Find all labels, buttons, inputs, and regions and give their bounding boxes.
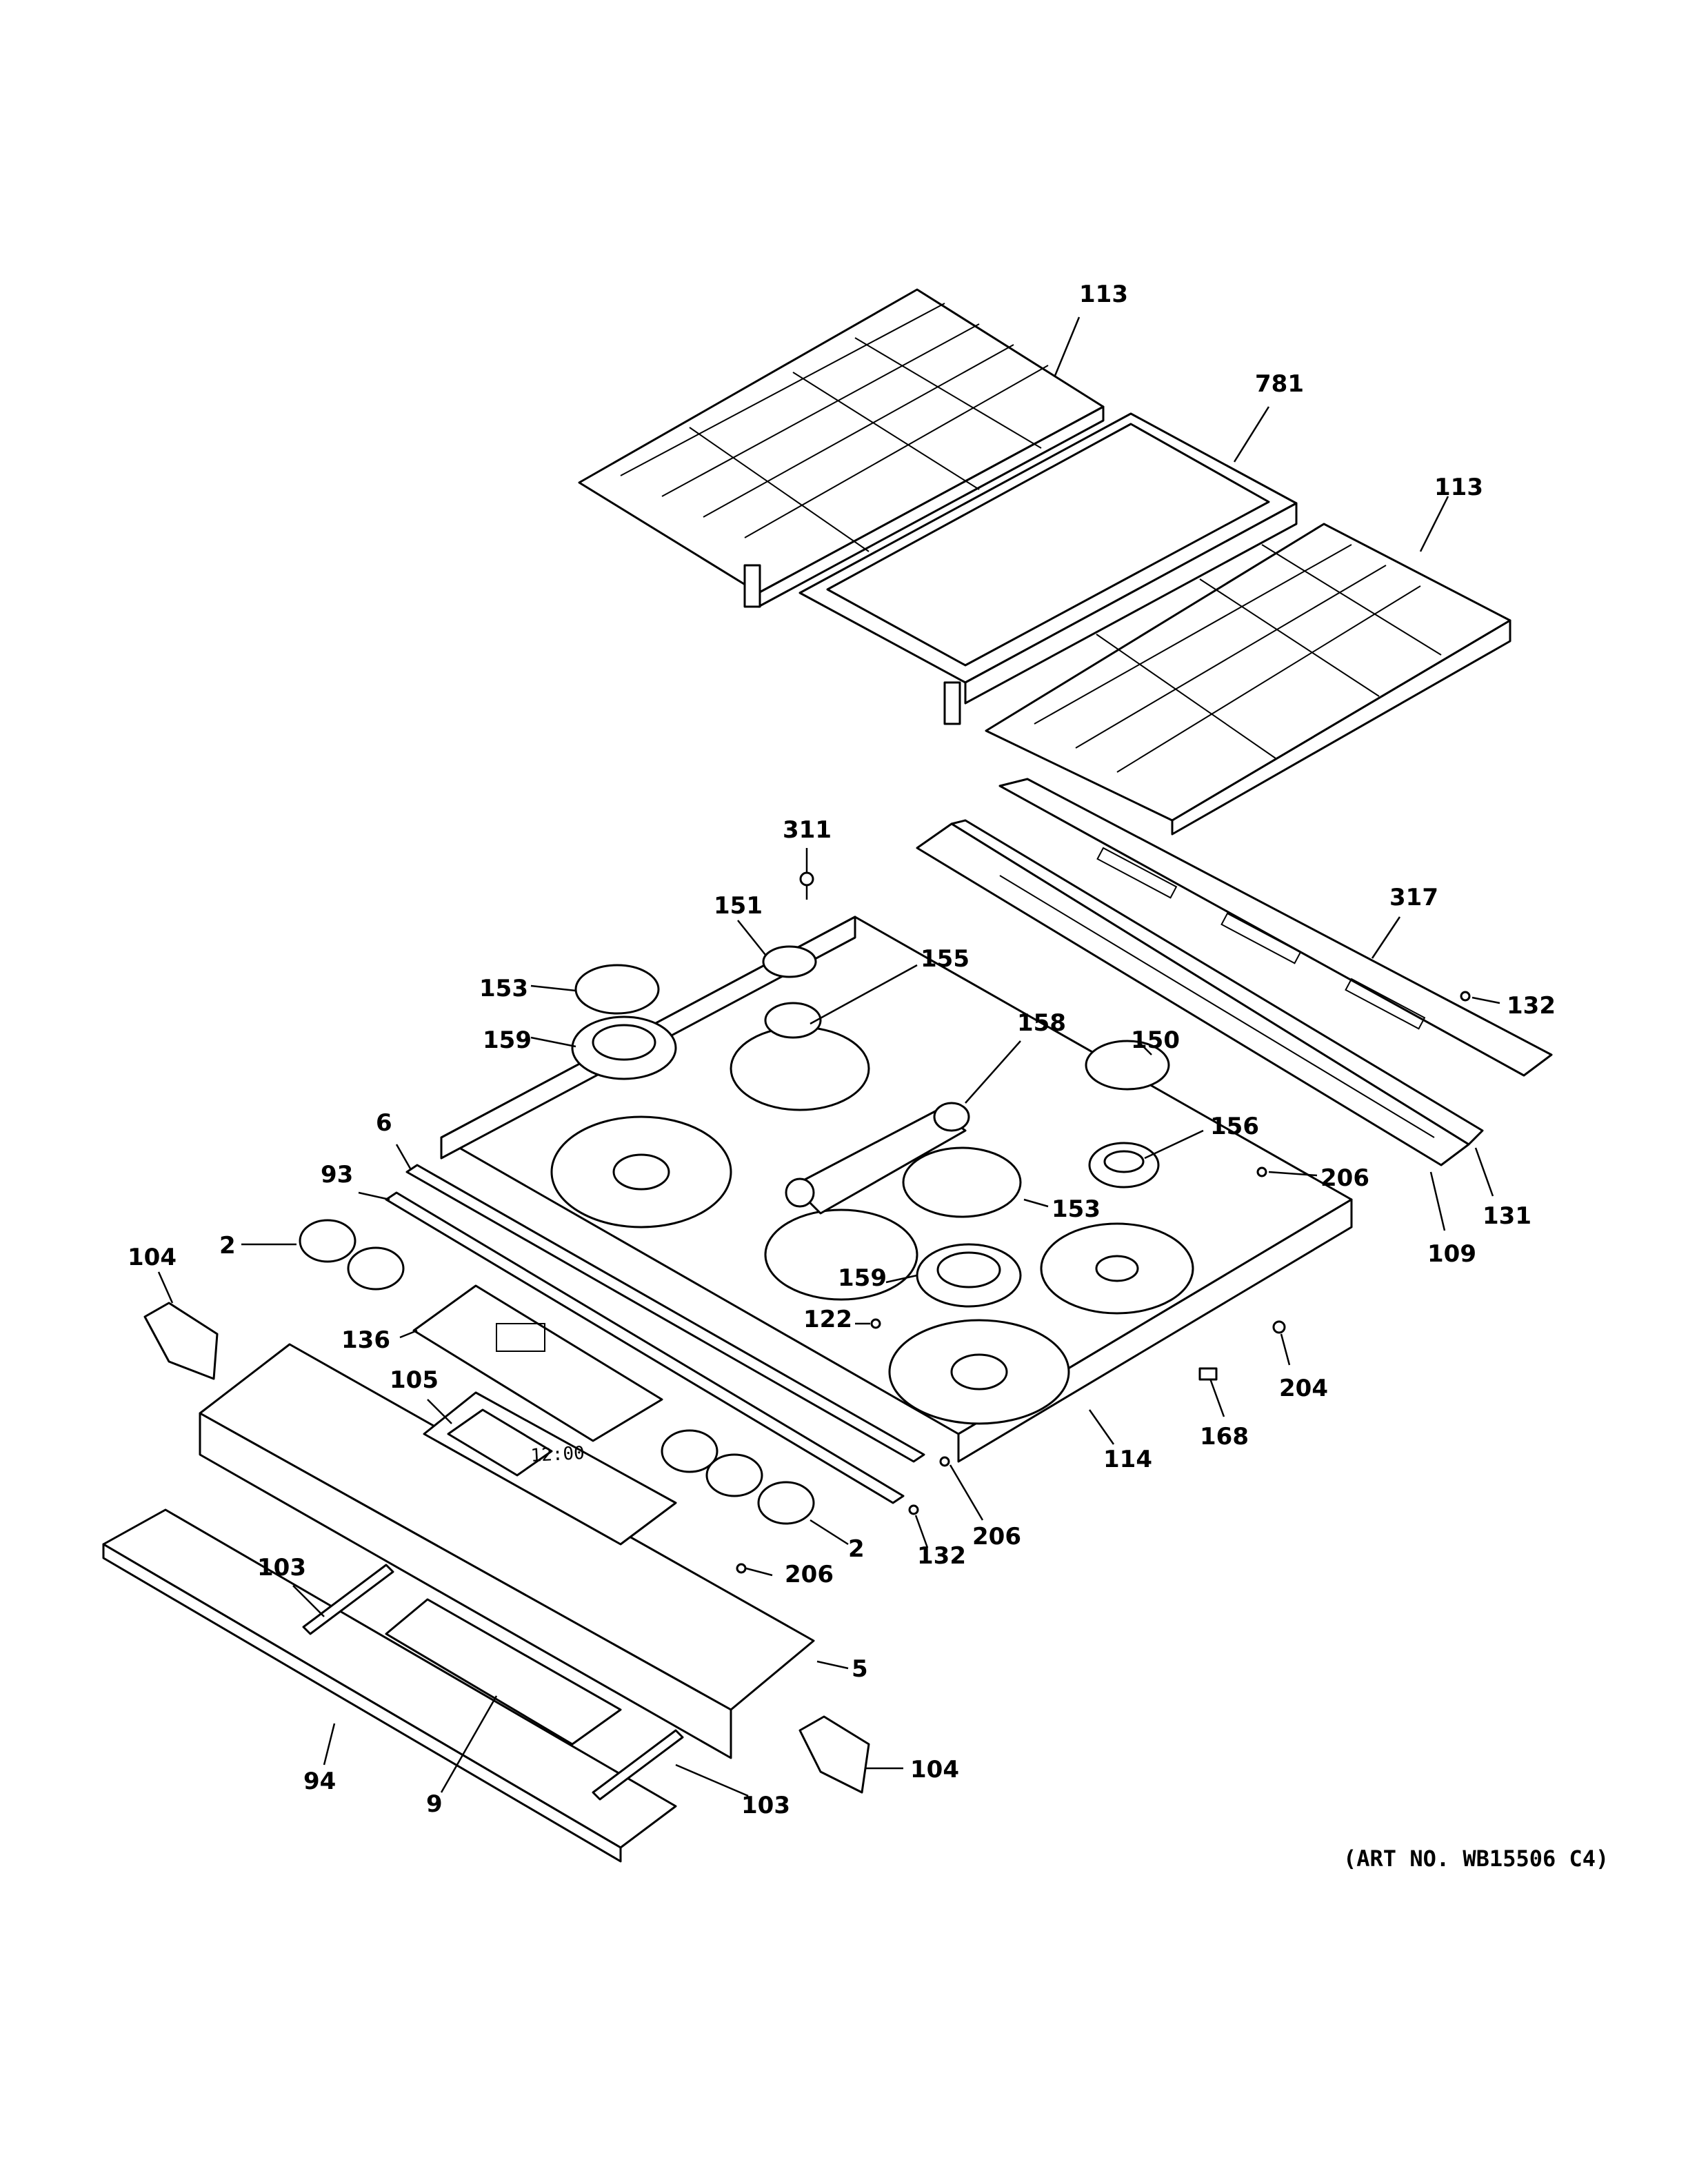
griddle-burner-158 [785, 1102, 970, 1215]
callout-94: 94 [303, 1768, 336, 1795]
leader-lines [157, 316, 1500, 1797]
callout-206-bottom: 206 [785, 1561, 834, 1588]
knob-right-3 [757, 1481, 815, 1525]
burner-cap-151 [762, 945, 817, 978]
burner-head-156 [1088, 1142, 1160, 1189]
screw-206-bottom [736, 1563, 747, 1574]
callout-103-right: 103 [741, 1792, 790, 1819]
callout-132-top: 132 [1507, 992, 1556, 1020]
callout-781-griddle: 781 [1255, 370, 1304, 398]
callout-6: 6 [376, 1109, 392, 1137]
art-number: (ART NO. WB15506 C4) [1343, 1846, 1609, 1872]
callout-2-left: 2 [219, 1232, 236, 1260]
callout-2-right: 2 [848, 1535, 865, 1563]
screw-206-right [1256, 1166, 1267, 1177]
burner-head-155 [764, 1002, 822, 1039]
callout-206-right: 206 [1320, 1164, 1369, 1192]
bracket-104-right [798, 1715, 870, 1794]
callout-206-front: 206 [972, 1523, 1021, 1550]
overlay-136 [412, 1284, 663, 1442]
knob-left-2 [347, 1246, 405, 1291]
callout-156: 156 [1210, 1113, 1259, 1140]
front-rail-6 [405, 1164, 925, 1463]
screw-122 [870, 1318, 881, 1329]
bracket-104-left [143, 1302, 219, 1380]
display-board-105: 12:00 [423, 1391, 677, 1546]
griddle [798, 412, 1298, 725]
screw-204 [1272, 1320, 1286, 1334]
backguard-trim [998, 778, 1553, 1077]
callout-113-right-grate: 113 [1434, 474, 1483, 501]
callout-105: 105 [390, 1366, 439, 1394]
callout-109: 109 [1427, 1240, 1476, 1268]
callout-168: 168 [1200, 1423, 1249, 1450]
screw-132-front [908, 1504, 919, 1515]
callout-122: 122 [803, 1306, 852, 1333]
callout-93: 93 [321, 1161, 353, 1189]
callout-153-left: 153 [479, 975, 528, 1002]
callout-311: 311 [783, 816, 832, 844]
callout-159-left: 159 [483, 1027, 532, 1054]
burner-cap-153a [574, 964, 660, 1015]
callout-labels: 113 781 113 311 317 132 151 155 153 159 … [128, 281, 1556, 1819]
callout-158: 158 [1017, 1009, 1066, 1037]
callout-136: 136 [341, 1326, 390, 1354]
callout-159-right: 159 [838, 1264, 887, 1292]
burner-head-159a [571, 1015, 677, 1080]
callout-5: 5 [852, 1655, 868, 1683]
callout-104-right: 104 [910, 1756, 959, 1783]
burner-cap-153b [902, 1146, 1022, 1218]
screw-311 [799, 871, 814, 900]
callout-132-front: 132 [917, 1542, 966, 1570]
control-panel-5 [199, 1343, 815, 1759]
callout-114: 114 [1103, 1446, 1152, 1473]
knob-right-1 [661, 1429, 719, 1473]
callout-150: 150 [1131, 1027, 1180, 1054]
clip-168 [1198, 1367, 1218, 1381]
lower-trim-94 [102, 1508, 677, 1863]
bracket-103-left [302, 1564, 394, 1635]
callout-151: 151 [714, 892, 763, 920]
grate-left [578, 288, 1105, 608]
callout-155: 155 [921, 945, 969, 973]
front-rail-93 [385, 1191, 905, 1504]
callout-113-left-grate: 113 [1079, 281, 1128, 308]
callout-131: 131 [1483, 1202, 1531, 1230]
screw-132-top [1460, 991, 1471, 1002]
screw-206-front [939, 1456, 950, 1467]
burner-cap-150 [1085, 1040, 1170, 1091]
backguard-vent [916, 819, 1484, 1166]
burner-head-159b [916, 1243, 1022, 1308]
callout-317: 317 [1389, 884, 1438, 911]
panel-9 [385, 1598, 622, 1746]
bracket-103-right [592, 1729, 684, 1801]
callout-103-left: 103 [257, 1554, 306, 1581]
knob-left-1 [299, 1219, 356, 1263]
display-readout: 12:00 [530, 1443, 585, 1466]
callout-153-right: 153 [1052, 1195, 1101, 1223]
callout-204: 204 [1279, 1375, 1328, 1402]
grate-right [985, 523, 1511, 836]
knob-right-2 [705, 1453, 763, 1497]
callout-104-left: 104 [128, 1244, 177, 1271]
callout-9: 9 [426, 1790, 443, 1818]
